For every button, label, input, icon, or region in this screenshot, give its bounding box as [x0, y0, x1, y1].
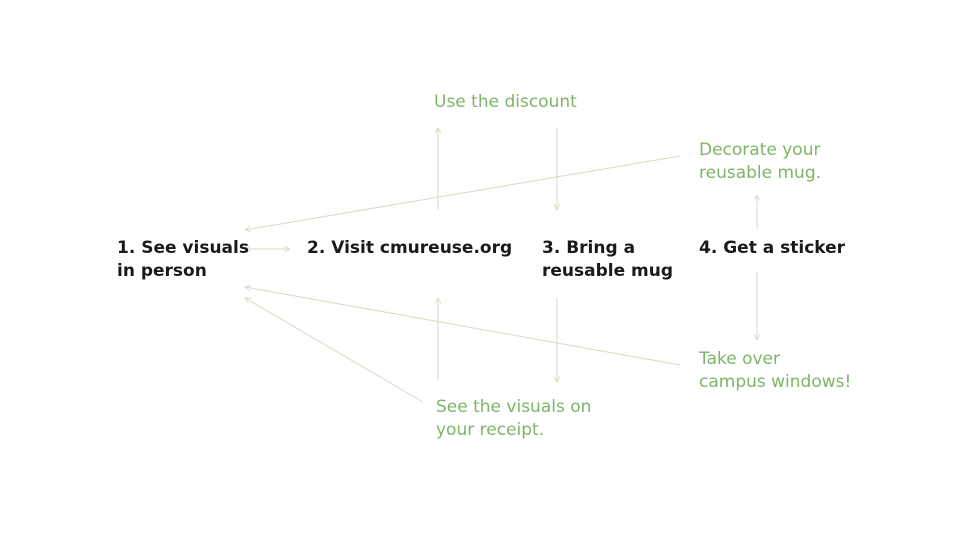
- arrow-receipt-step1: [245, 298, 424, 403]
- step-get-sticker: 4. Get a sticker: [699, 238, 846, 258]
- note-decorate-mug: Decorate your reusable mug.: [699, 140, 822, 183]
- step-see-visuals: 1. See visuals in person: [117, 238, 249, 281]
- note-take-over-windows: Take over campus windows!: [699, 349, 852, 392]
- note-visuals-on-receipt: See the visuals on your receipt.: [436, 397, 592, 440]
- note-use-discount: Use the discount: [434, 92, 577, 112]
- arrow-decorate-step1: [245, 155, 681, 230]
- step-bring-mug: 3. Bring a reusable mug: [542, 238, 674, 281]
- step-visit-site: 2. Visit cmureuse.org: [307, 238, 513, 258]
- arrow-takeover-step1: [245, 287, 681, 366]
